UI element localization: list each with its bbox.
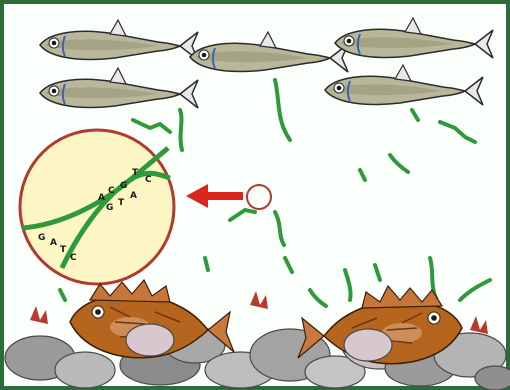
base-letter: A	[98, 193, 105, 203]
base-letter: A	[50, 238, 57, 248]
zoom-target-circle	[247, 185, 271, 209]
base-letter: T	[60, 245, 67, 255]
base-letter: A	[130, 191, 137, 201]
magnified-dna-circle: A C G T G T A C G A T C	[20, 130, 174, 284]
sardine-fish	[335, 18, 493, 58]
sardine-fish	[190, 32, 348, 72]
base-letter: C	[108, 186, 115, 196]
sardine-fish	[325, 65, 483, 105]
base-letter: C	[70, 253, 77, 263]
base-letter: T	[132, 168, 139, 178]
base-letter: G	[120, 181, 127, 191]
base-letter: C	[145, 175, 152, 185]
base-letter: G	[38, 233, 45, 243]
pointer-arrow	[186, 184, 243, 208]
sardine-fish	[40, 20, 198, 60]
sardine-fish	[40, 68, 198, 108]
base-letter: G	[106, 203, 113, 213]
base-letter: T	[118, 198, 125, 208]
